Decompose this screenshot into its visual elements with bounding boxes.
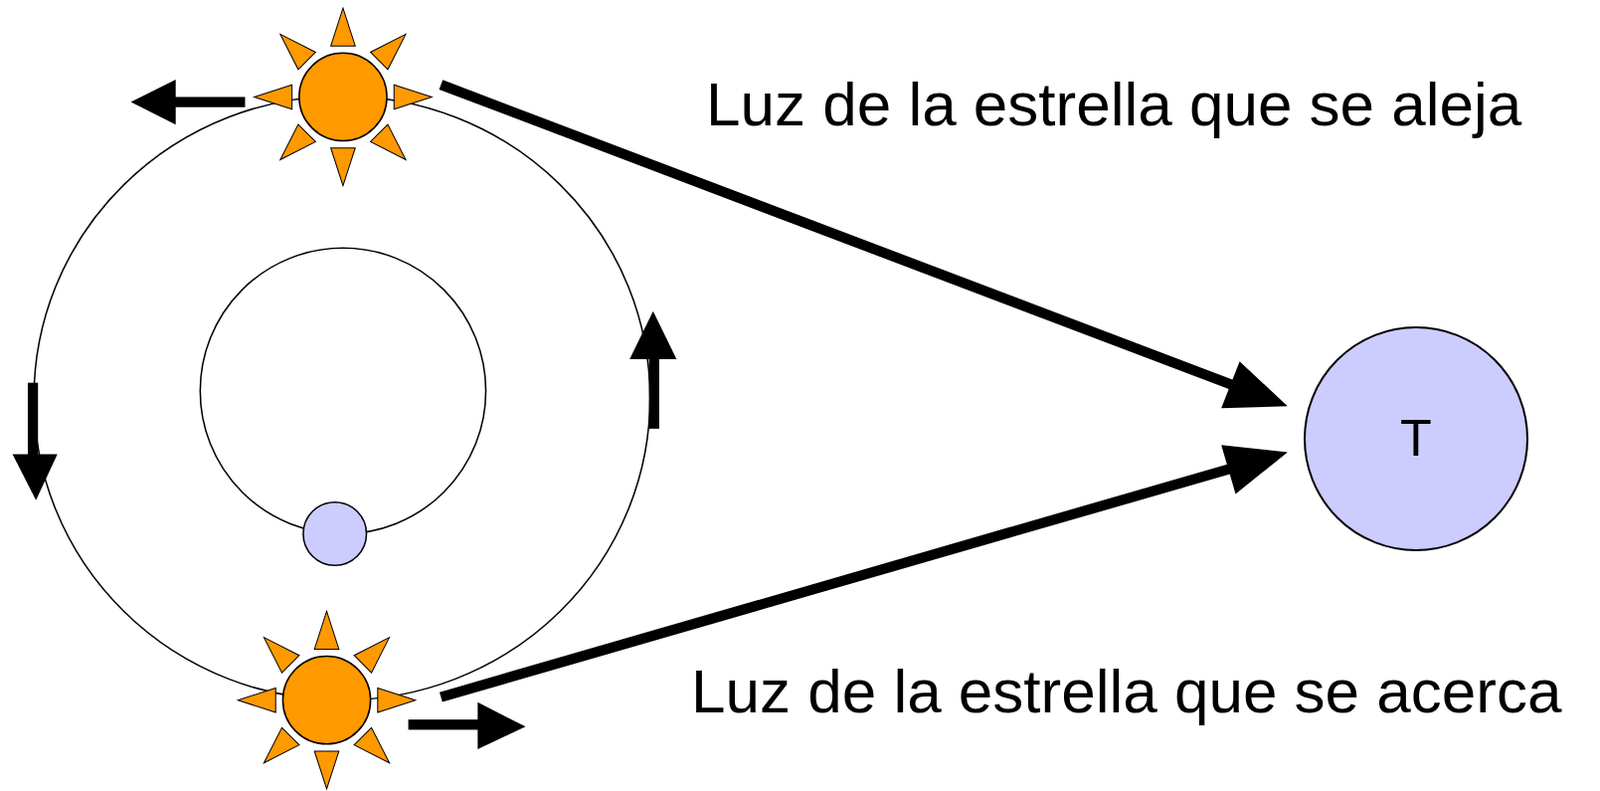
inner-orbit <box>199 247 486 534</box>
earth-circle: T <box>1303 326 1529 551</box>
outer-orbit <box>33 95 651 700</box>
companion-body <box>303 502 367 566</box>
node-text: T <box>1400 409 1432 467</box>
light-label: Luz de la estrella que se acerca <box>691 655 1562 726</box>
light-rays <box>440 84 1287 697</box>
light-label: Luz de la estrella que se aleja <box>706 68 1522 140</box>
motion-arrows <box>12 79 678 749</box>
approaching-star <box>237 610 415 788</box>
receding-star <box>254 7 432 185</box>
